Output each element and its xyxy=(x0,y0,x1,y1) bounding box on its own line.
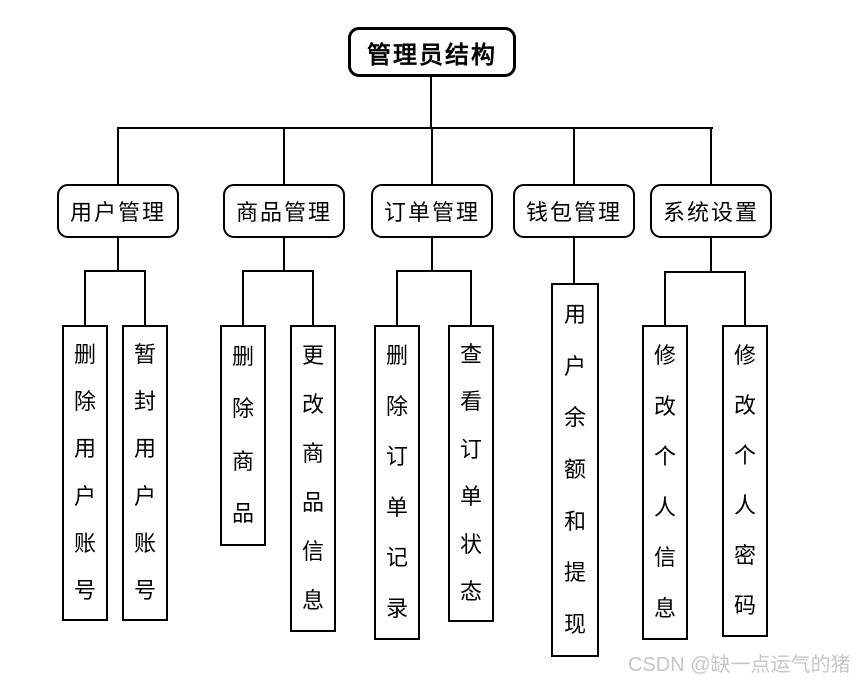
root-node-label: 管理员结构 xyxy=(367,42,497,69)
root-node-admin-structure: 管理员结构 xyxy=(348,27,516,77)
branch-node-system-settings: 系统设置 xyxy=(650,184,772,238)
leaf-label: 更改商品信息 xyxy=(301,342,324,614)
connector-drop-orders xyxy=(431,127,433,184)
connector-g3-drop-left xyxy=(396,270,398,325)
connector-g2-bar xyxy=(242,270,314,272)
branch-label: 钱包管理 xyxy=(525,200,622,225)
connector-drop-users xyxy=(117,127,119,184)
connector-g4-stub xyxy=(573,238,575,283)
leaf-label: 查看订单状态 xyxy=(459,341,482,605)
branch-label: 订单管理 xyxy=(383,200,480,225)
connector-g1-drop-left xyxy=(84,270,86,325)
branch-node-wallet-management: 钱包管理 xyxy=(513,184,635,238)
connector-drop-wallet xyxy=(573,127,575,184)
connector-g1-stub xyxy=(117,238,119,271)
connector-g2-drop-right xyxy=(312,270,314,325)
branch-label: 商品管理 xyxy=(235,200,332,225)
branch-label: 系统设置 xyxy=(662,200,759,225)
connector-g5-drop-right xyxy=(744,271,746,325)
connector-g5-bar xyxy=(664,271,746,273)
csdn-watermark: CSDN @缺一点运气的猪 xyxy=(628,654,851,676)
leaf-label: 暂封用户账号 xyxy=(133,341,156,604)
leaf-node-update-product-info: 更改商品信息 xyxy=(290,325,336,632)
connector-g2-stub xyxy=(283,238,285,271)
connector-drop-settings xyxy=(710,127,712,184)
connector-g3-stub xyxy=(431,238,433,271)
branch-node-user-management: 用户管理 xyxy=(57,184,179,238)
leaf-node-delete-order-record: 删除订单记录 xyxy=(374,325,420,640)
branch-label: 用户管理 xyxy=(69,200,166,225)
leaf-node-edit-personal-info: 修改个人信息 xyxy=(642,325,688,640)
connector-g1-drop-right xyxy=(144,270,146,325)
leaf-node-view-order-status: 查看订单状态 xyxy=(448,325,494,622)
leaf-node-delete-user-account: 删除用户账号 xyxy=(62,325,108,621)
connector-g2-drop-left xyxy=(242,270,244,325)
connector-g5-stub xyxy=(710,238,712,272)
connector-g5-drop-left xyxy=(664,271,666,325)
connector-g1-bar xyxy=(84,270,146,272)
connector-bus xyxy=(117,127,713,129)
branch-node-order-management: 订单管理 xyxy=(371,184,493,238)
leaf-label: 删除订单记录 xyxy=(385,343,408,621)
leaf-label: 删除用户账号 xyxy=(73,341,96,604)
leaf-label: 删除商品 xyxy=(231,344,254,526)
leaf-label: 修改个人密码 xyxy=(733,343,756,618)
branch-node-product-management: 商品管理 xyxy=(223,184,345,238)
connector-drop-products xyxy=(283,127,285,184)
leaf-node-edit-personal-password: 修改个人密码 xyxy=(722,325,768,637)
connector-g3-bar xyxy=(396,270,472,272)
connector-root-stub xyxy=(430,77,432,129)
leaf-node-suspend-user-account: 暂封用户账号 xyxy=(122,325,168,621)
leaf-label: 修改个人信息 xyxy=(653,343,676,621)
leaf-label: 用户余额和提现 xyxy=(563,301,586,638)
connector-g3-drop-right xyxy=(470,270,472,325)
leaf-node-user-balance-withdrawal: 用户余额和提现 xyxy=(551,283,599,657)
leaf-node-delete-product: 删除商品 xyxy=(220,325,266,546)
